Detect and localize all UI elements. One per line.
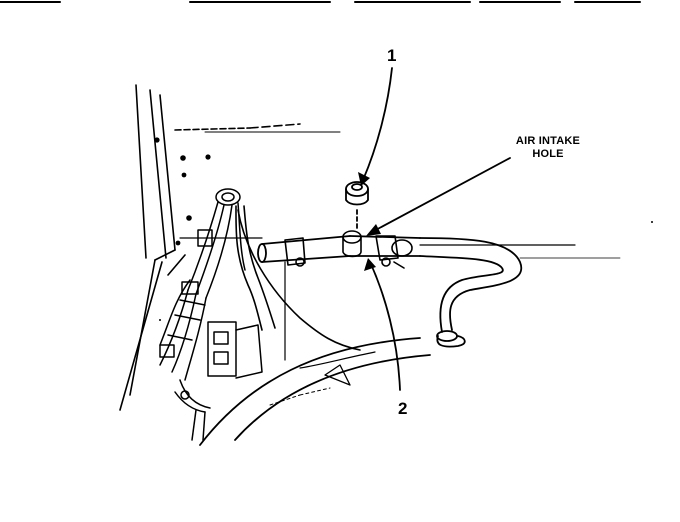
air-intake-hole-label: AIR INTAKE HOLE (503, 136, 593, 160)
callout-2: 2 (398, 399, 408, 418)
wire-harness (159, 188, 246, 381)
air-intake-fitting (342, 230, 362, 258)
callout-1: 1 (387, 46, 397, 65)
arrowheads (358, 172, 381, 271)
panel-holes (154, 137, 211, 246)
drain-tube (235, 205, 361, 351)
intake-hose (257, 235, 523, 348)
air-intake-label-line2: HOLE (532, 148, 564, 160)
part-1-cap (345, 181, 369, 229)
hose-clamps (284, 235, 413, 269)
air-intake-label-line1: AIR INTAKE (515, 135, 581, 147)
tub (199, 337, 431, 446)
leader-lines (362, 67, 511, 391)
stray-marks (159, 221, 653, 321)
cabinet-panel (119, 84, 341, 411)
switch-bracket (174, 321, 263, 441)
